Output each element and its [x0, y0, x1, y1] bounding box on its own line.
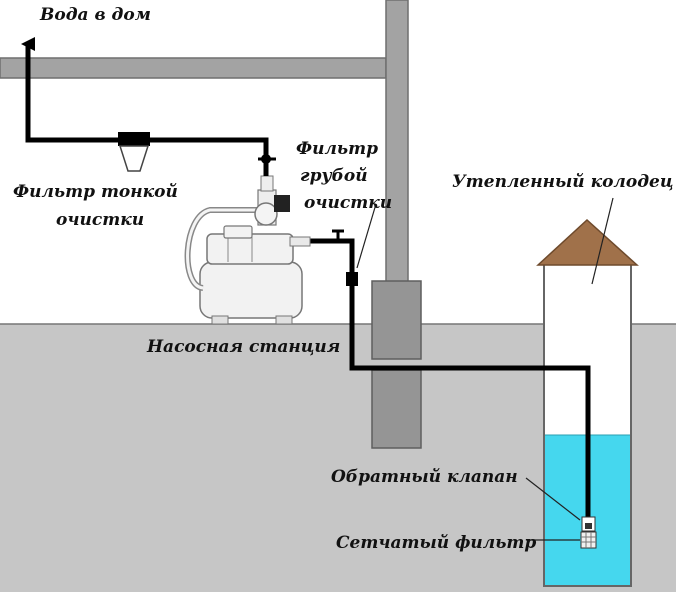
leader-insulated-well [591, 197, 614, 285]
tank-foot-right [275, 315, 293, 325]
house-wall [385, 0, 409, 325]
pressure-relay [274, 195, 290, 212]
floor-beam [0, 57, 387, 79]
output-valve-knob [261, 154, 271, 164]
foundation-lower [371, 369, 422, 449]
label-insulated-well: Утепленный колодец [452, 172, 674, 192]
pressure-gauge [254, 202, 278, 226]
label-mesh-filter: Сетчатый фильтр [336, 533, 536, 553]
foundation-upper [371, 280, 422, 360]
label-coarse-filter-line2: грубой [300, 166, 368, 186]
pump-tank [199, 261, 303, 319]
mesh-filter [580, 531, 597, 549]
label-check-valve: Обратный клапан [331, 467, 518, 487]
well-roof [536, 218, 639, 266]
label-water-to-house: Вода в дом [39, 5, 151, 25]
tank-foot-left [211, 315, 229, 325]
label-coarse-filter-line1: Фильтр [296, 139, 378, 159]
outlet-fitting [260, 175, 274, 192]
pressure-hose-inner [186, 208, 262, 290]
suction-pipe [308, 238, 591, 518]
leader-coarse-filter [356, 203, 377, 269]
label-fine-filter-line2: очистки [56, 210, 144, 230]
fine-filter-flask [118, 145, 150, 172]
check-valve-core [585, 523, 592, 529]
label-fine-filter-line1: Фильтр тонкой [13, 182, 178, 202]
label-pump-station: Насосная станция [146, 337, 340, 357]
mesh-grid [581, 532, 596, 548]
fine-filter-head [118, 132, 150, 146]
motor-box [223, 225, 253, 239]
coarse-filter-element [346, 272, 358, 286]
pump-inlet [289, 236, 311, 247]
label-coarse-filter-line3: очистки [304, 193, 392, 213]
leader-check-valve [525, 477, 581, 521]
